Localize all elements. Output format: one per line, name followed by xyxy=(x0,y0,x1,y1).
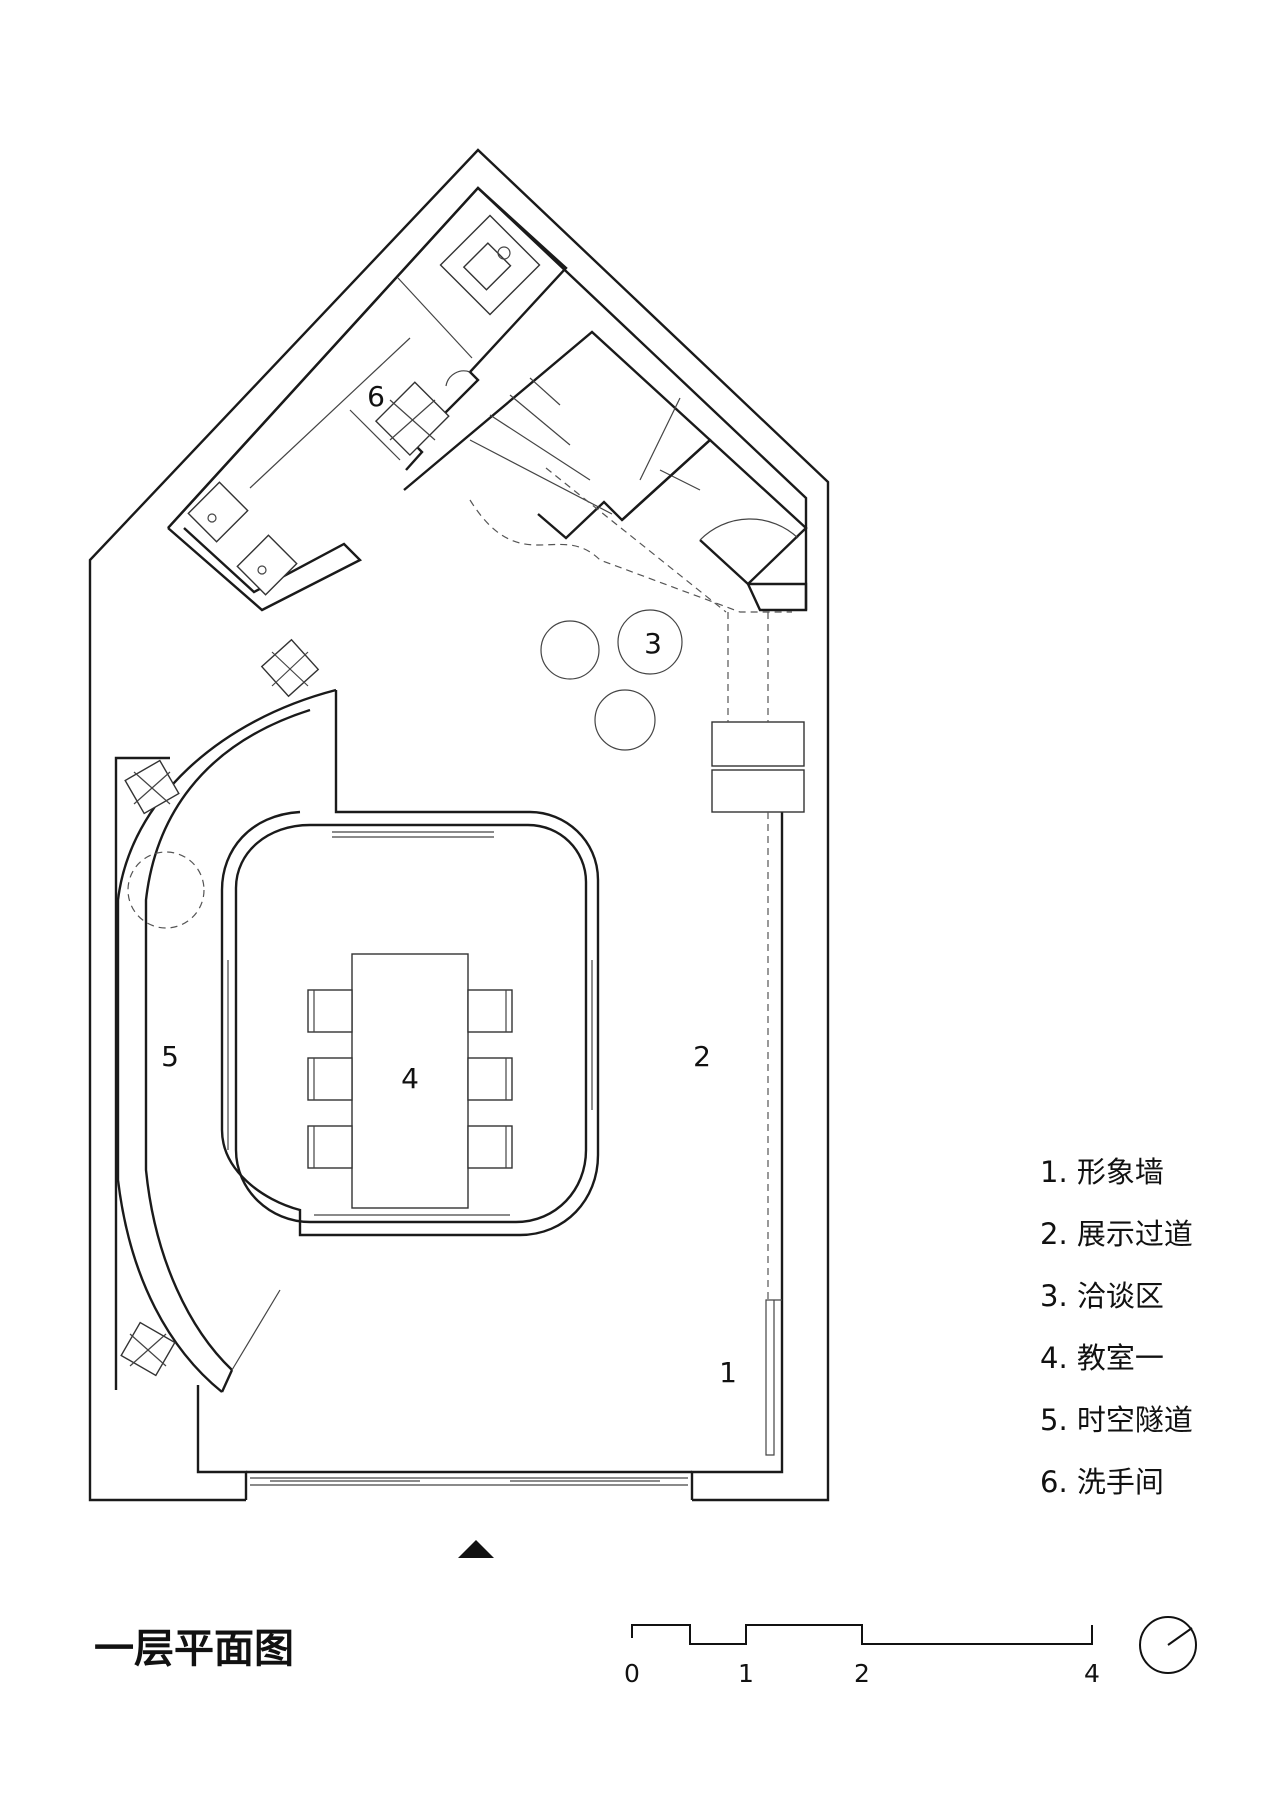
room-label-5: 5 xyxy=(161,1040,179,1073)
legend-item-2: 2. 展示过道 xyxy=(1040,1217,1193,1251)
scale-label-0: 0 xyxy=(624,1659,640,1688)
north-arrow-icon xyxy=(1139,1616,1197,1674)
room-label-2: 2 xyxy=(693,1040,711,1073)
drawing-title: 一层平面图 xyxy=(94,1626,294,1672)
legend-item-6: 6. 洗手间 xyxy=(1040,1465,1164,1499)
scale-label-2: 2 xyxy=(854,1659,870,1688)
room-label-1: 1 xyxy=(719,1356,737,1389)
display-wall xyxy=(711,612,805,1456)
entrance-glazing xyxy=(246,1470,692,1486)
room-label-4: 4 xyxy=(401,1062,419,1095)
meeting-tables xyxy=(540,609,683,751)
legend-item-5: 5. 时空隧道 xyxy=(1040,1403,1193,1437)
legend: 1. 形象墙 2. 展示过道 3. 洽谈区 4. 教室一 5. 时空隧道 6. … xyxy=(1040,1155,1193,1499)
scale-bar: 0 1 2 4 xyxy=(624,1624,1100,1688)
scale-label-1: 1 xyxy=(738,1659,754,1688)
entrance-arrow-icon xyxy=(458,1540,494,1558)
legend-item-3: 3. 洽谈区 xyxy=(1040,1279,1164,1313)
room-label-6: 6 xyxy=(367,380,385,413)
room-label-3: 3 xyxy=(644,627,662,660)
scale-label-4: 4 xyxy=(1084,1659,1100,1688)
legend-item-4: 4. 教室一 xyxy=(1040,1341,1164,1375)
stair-and-service xyxy=(403,330,808,613)
restroom-block xyxy=(167,186,568,612)
time-tunnel xyxy=(116,638,338,1393)
legend-item-1: 1. 形象墙 xyxy=(1040,1155,1164,1189)
classroom xyxy=(220,800,600,1237)
